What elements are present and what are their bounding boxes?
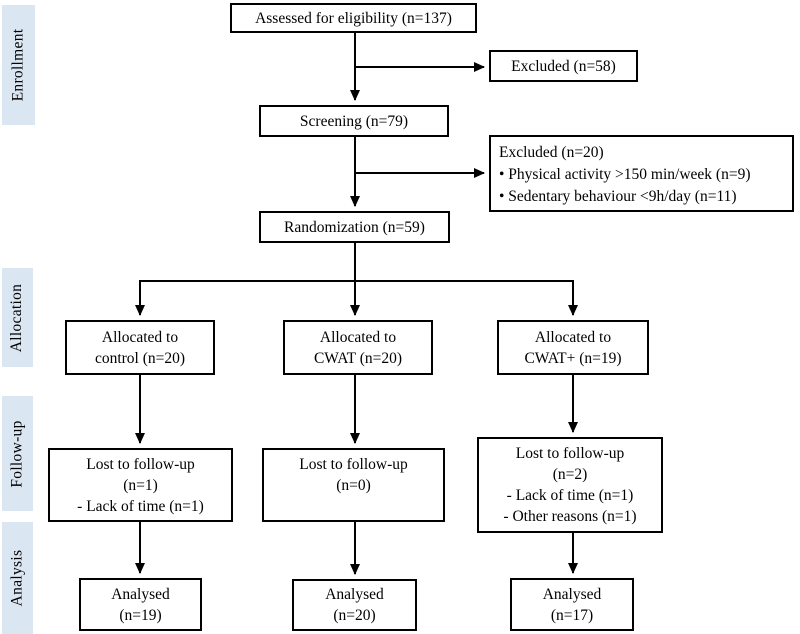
box-text: Allocated to bbox=[101, 328, 179, 346]
box-text: (n=20) bbox=[333, 607, 376, 624]
allocated-cwat-box: Allocated to CWAT (n=20) bbox=[283, 320, 433, 375]
stage-label-allocation: Allocation bbox=[2, 268, 33, 367]
box-text: (n=0) bbox=[336, 477, 371, 494]
exclusion-reason: • Physical activity >150 min/week (n=9) bbox=[499, 166, 751, 183]
analysed-cwat-plus-box: Analysed (n=17) bbox=[510, 578, 634, 631]
stage-label-text: Allocation bbox=[8, 283, 26, 352]
box-text: Allocated to bbox=[319, 328, 397, 346]
stage-label-text: Follow-up bbox=[8, 419, 26, 488]
box-text: Lost to follow-up bbox=[86, 456, 195, 473]
stage-label-analysis: Analysis bbox=[2, 522, 33, 634]
stage-label-text: Analysis bbox=[8, 549, 26, 607]
box-text: Analysed bbox=[542, 585, 602, 603]
screening-box: Screening (n=79) bbox=[259, 105, 449, 137]
followup-reason: - Lack of time (n=1) bbox=[506, 487, 634, 504]
box-text: Assessed for eligibility (n=137) bbox=[255, 9, 452, 27]
analysed-cwat-box: Analysed (n=20) bbox=[292, 579, 417, 631]
box-text: CWAT+ (n=19) bbox=[524, 349, 622, 367]
excluded-enrollment-box: Excluded (n=58) bbox=[489, 50, 638, 82]
followup-reason: - Lack of time (n=1) bbox=[77, 498, 204, 515]
box-text: Excluded (n=58) bbox=[511, 57, 616, 75]
box-text: Screening (n=79) bbox=[299, 112, 409, 130]
box-text: Analysed bbox=[325, 586, 384, 603]
box-text: (n=2) bbox=[552, 466, 588, 483]
box-text: Excluded (n=20) bbox=[499, 144, 604, 161]
stage-label-enrollment: Enrollment bbox=[2, 5, 35, 125]
stage-label-follow-up: Follow-up bbox=[2, 396, 33, 511]
stage-label-text: Enrollment bbox=[9, 28, 27, 102]
box-text: Allocated to bbox=[534, 328, 612, 346]
lost-followup-cwat-plus-box: Lost to follow-up (n=2) - Lack of time (… bbox=[477, 437, 663, 533]
exclusion-reason: • Sedentary behaviour <9h/day (n=11) bbox=[499, 188, 737, 205]
randomization-box: Randomization (n=59) bbox=[259, 211, 450, 243]
box-text: Lost to follow-up bbox=[299, 456, 408, 473]
allocated-cwat-plus-box: Allocated to CWAT+ (n=19) bbox=[497, 320, 649, 375]
assessed-for-eligibility-box: Assessed for eligibility (n=137) bbox=[230, 3, 477, 33]
followup-reason: - Other reasons (n=1) bbox=[503, 508, 637, 525]
box-text: (n=1) bbox=[123, 477, 158, 494]
box-text: CWAT (n=20) bbox=[313, 349, 403, 367]
lost-followup-cwat-box: Lost to follow-up (n=0) bbox=[262, 448, 445, 522]
box-text: Lost to follow-up bbox=[515, 445, 625, 462]
box-text: Randomization (n=59) bbox=[284, 218, 425, 236]
box-text: (n=19) bbox=[119, 606, 162, 624]
analysed-control-box: Analysed (n=19) bbox=[79, 578, 202, 631]
box-text: control (n=20) bbox=[94, 349, 186, 367]
box-text: (n=17) bbox=[550, 606, 594, 624]
excluded-screening-box: Excluded (n=20) • Physical activity >150… bbox=[489, 135, 794, 212]
allocated-control-box: Allocated to control (n=20) bbox=[65, 320, 215, 375]
box-text: Analysed bbox=[111, 585, 170, 603]
lost-followup-control-box: Lost to follow-up (n=1) - Lack of time (… bbox=[48, 448, 233, 522]
